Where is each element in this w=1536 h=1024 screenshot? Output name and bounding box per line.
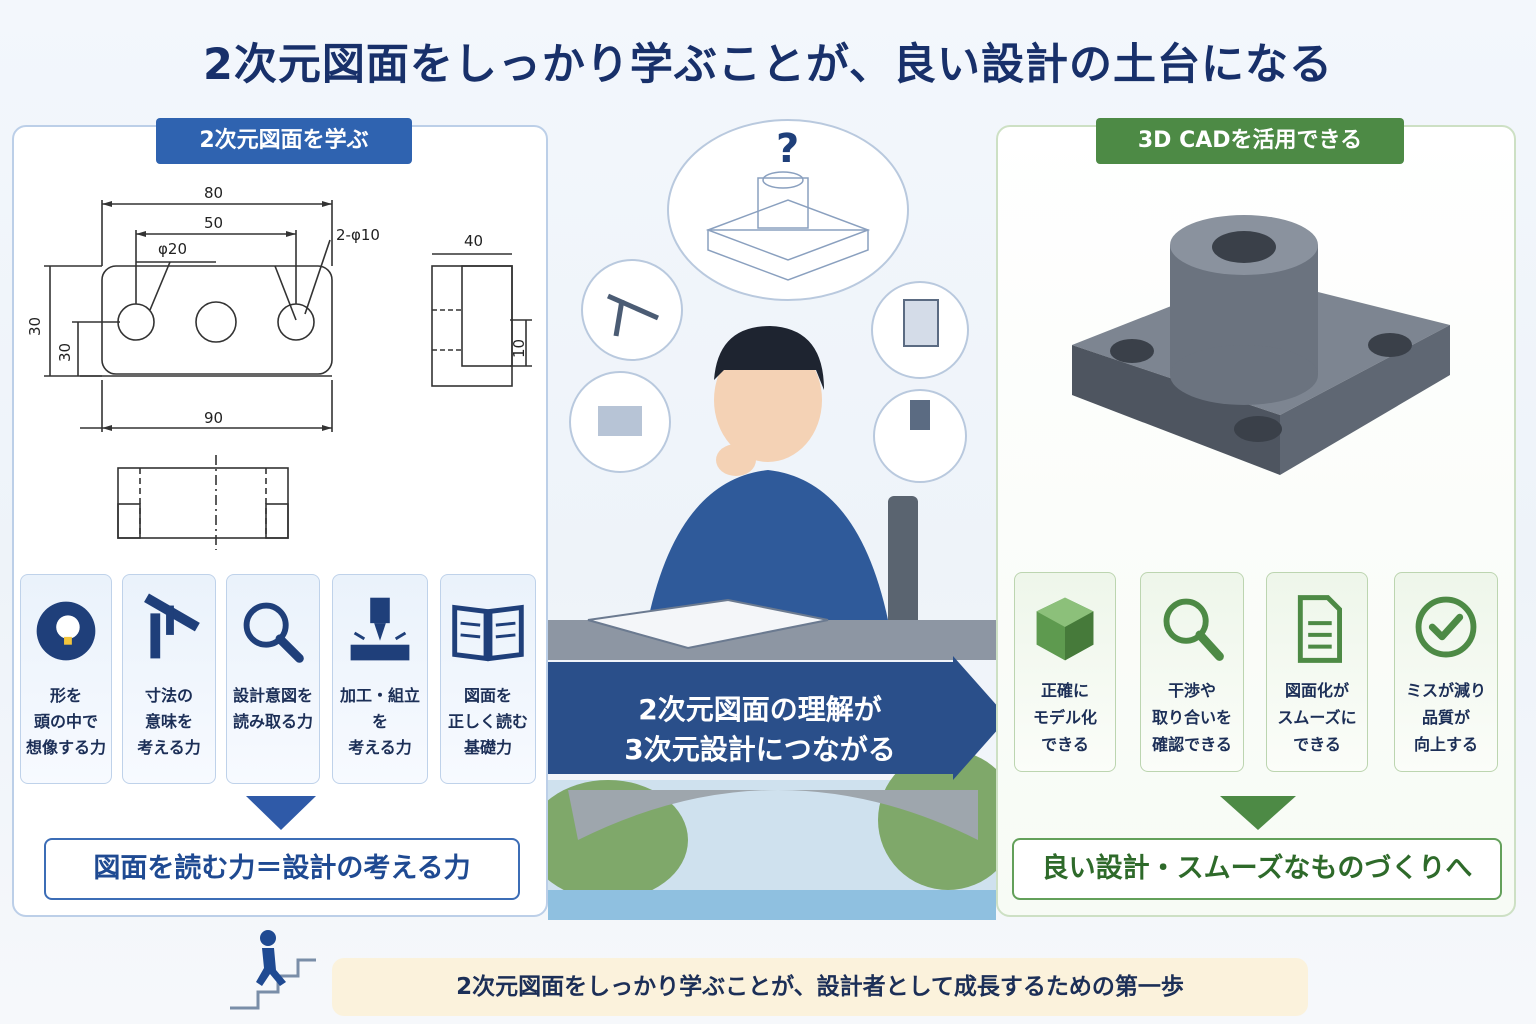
result-card-model: 正確に モデル化 できる (1014, 572, 1116, 772)
wireframe-part (705, 171, 871, 281)
hole-left (117, 303, 155, 341)
skill-card-machining: 加工・組立を 考える力 (332, 574, 428, 784)
result-card-drawing: 図面化が スムーズに できる (1266, 572, 1368, 772)
dim-2phi10: 2-φ10 (336, 226, 380, 244)
part-hole-left (1110, 339, 1154, 363)
dim-50: 50 (204, 214, 223, 232)
open-book-icon (452, 604, 524, 662)
dim-30-outer: 30 (26, 317, 44, 336)
down-arrow-blue-icon (246, 796, 316, 830)
down-arrow-green-icon (1220, 796, 1296, 830)
result-card-interference: 干渉や 取り合いを 確認できる (1140, 572, 1244, 772)
result-label-quality: ミスが減り 品質が 向上する (1405, 681, 1486, 754)
dim-90: 90 (204, 409, 223, 427)
magnifier-icon (243, 602, 304, 663)
person-jacket (648, 470, 888, 620)
dim-30-inner: 30 (56, 343, 74, 362)
left-summary: 図面を読む力＝設計の考える力 (44, 838, 520, 900)
open-book (587, 598, 829, 650)
front-view-outline (101, 265, 333, 375)
hole-right (277, 303, 315, 341)
page-title: 2次元図面をしっかり学ぶことが、良い設計の土台になる (202, 40, 1334, 90)
part-hole-right (1368, 333, 1412, 357)
3d-cad-part (1072, 215, 1450, 475)
right-summary: 良い設計・スムーズなものづくりへ (1012, 838, 1502, 900)
technical-drawing: 80 50 φ20 2-φ10 40 90 30 30 10 (26, 184, 532, 550)
bridge-arrow (548, 656, 996, 780)
skill-card-intent: 設計意図を 読み取る力 (226, 574, 320, 784)
drill-bubble-icon (910, 400, 930, 430)
question-mark: ? (776, 126, 799, 172)
bubble-caliper (581, 259, 683, 361)
check-circle-icon (1415, 596, 1477, 658)
left-header: 2次元図面を学ぶ (156, 118, 412, 164)
caliper-icon (144, 593, 200, 659)
document-bubble-icon (903, 299, 939, 347)
skill-label-dimension: 寸法の 意味を 考える力 (137, 686, 201, 757)
skill-label-intent: 設計意図を 読み取る力 (232, 686, 313, 731)
stone-bridge (568, 790, 978, 840)
skill-label-imagine: 形を 頭の中で 想像する力 (25, 686, 106, 757)
skill-card-imagine: 形を 頭の中で 想像する力 (20, 574, 112, 784)
arrow-caption-line2: 3次元設計につながる (624, 733, 896, 766)
head-bulb-icon (36, 601, 96, 661)
skill-label-reading: 図面を 正しく読む 基礎力 (447, 686, 528, 757)
person-hair (714, 326, 824, 390)
result-card-quality: ミスが減り 品質が 向上する (1394, 572, 1498, 772)
skill-card-dimension: 寸法の 意味を 考える力 (122, 574, 216, 784)
machining-icon (350, 597, 410, 661)
cube-icon (1036, 597, 1094, 661)
arrow-caption: 2次元図面の理解が 3次元設計につながる (560, 690, 960, 770)
footer-message: 2次元図面をしっかり学ぶことが、設計者として成長するための第一歩 (332, 958, 1308, 1016)
chair (888, 496, 918, 626)
document-icon (1297, 595, 1342, 663)
caliper-bubble-icon (606, 293, 660, 337)
block-bubble-icon (598, 406, 642, 436)
river (548, 890, 996, 920)
stairs-climber-icon (230, 930, 316, 1010)
dim-phi20: φ20 (158, 240, 187, 258)
dim-80: 80 (204, 184, 223, 202)
magnifier-icon (1163, 598, 1224, 661)
center-illustration: ? (548, 119, 996, 920)
result-label-model: 正確に モデル化 できる (1032, 681, 1097, 754)
right-header: 3D CADを活用できる (1096, 118, 1404, 164)
bubble-drill (873, 389, 967, 483)
thought-bubble (667, 119, 909, 301)
arrow-caption-line1: 2次元図面の理解が (638, 693, 882, 726)
hole-center (195, 301, 237, 343)
skill-label-machining: 加工・組立を 考える力 (339, 686, 420, 757)
dim-10: 10 (510, 339, 528, 358)
person-hand (716, 444, 756, 476)
part-hole-front (1234, 416, 1282, 442)
result-label-drawing: 図面化が スムーズに できる (1277, 681, 1357, 754)
skill-card-reading: 図面を 正しく読む 基礎力 (440, 574, 536, 784)
result-label-interference: 干渉や 取り合いを 確認できる (1151, 681, 1232, 754)
boss-bore (1212, 231, 1276, 263)
dim-40: 40 (464, 232, 483, 250)
